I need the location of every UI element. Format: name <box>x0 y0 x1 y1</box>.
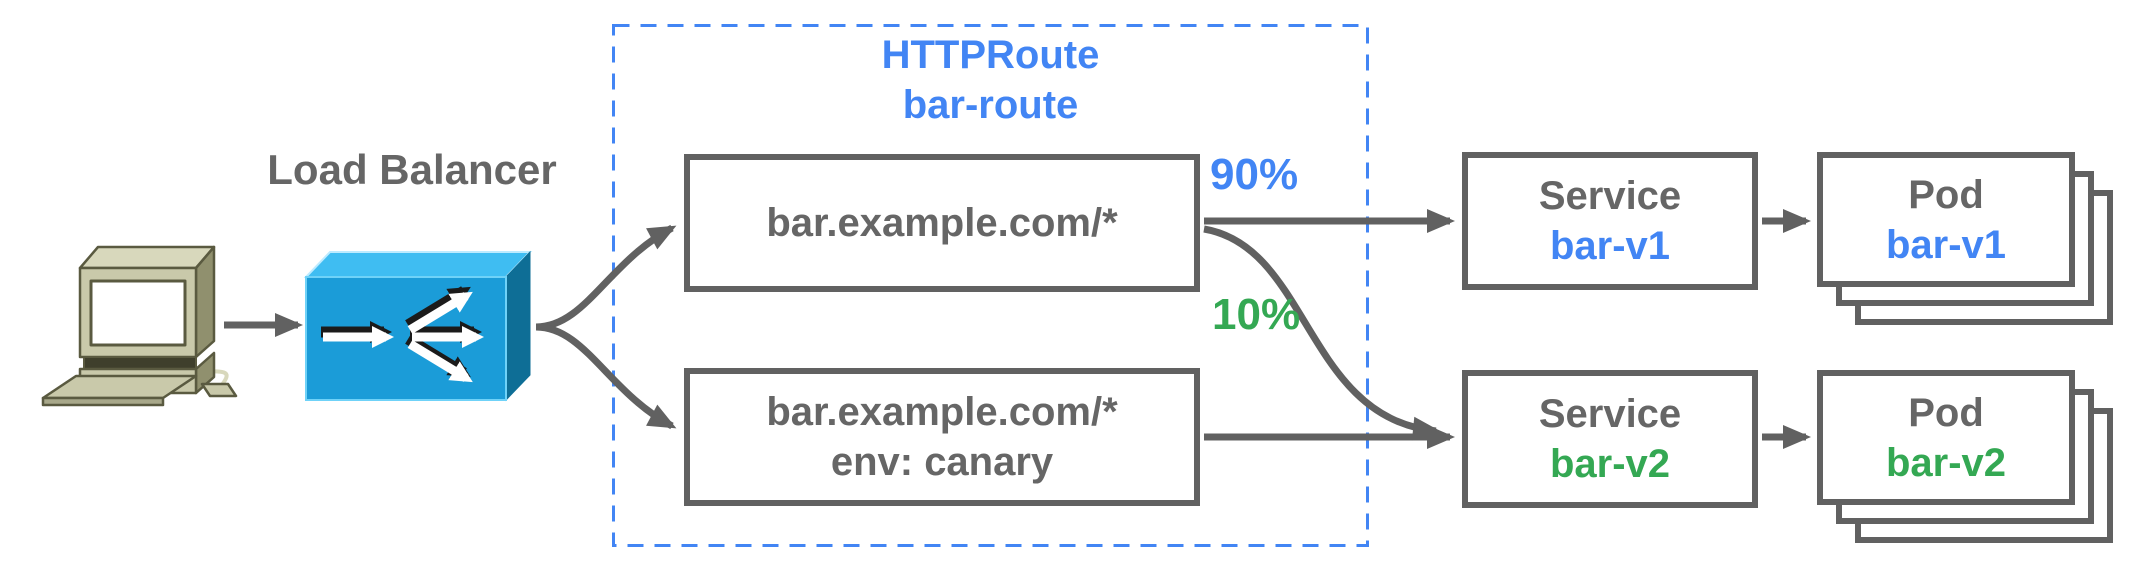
route-rule-1-host: bar.example.com/* <box>766 201 1118 245</box>
httproute-dashed-boundary <box>612 24 1369 547</box>
route-rule-box-2: bar.example.com/* env: canary <box>684 368 1200 506</box>
desktop-computer-icon <box>41 245 238 407</box>
route-rule-2-host: bar.example.com/* <box>766 390 1118 434</box>
service-box-bar-v1: Service bar-v1 <box>1462 152 1758 290</box>
arrow-lb-to-route-rule-1 <box>535 224 677 331</box>
service-box-bar-v2: Service bar-v2 <box>1462 370 1758 508</box>
weight-label-90: 90% <box>1210 150 1299 199</box>
pod-v2-type: Pod <box>1908 390 1984 435</box>
httproute-title: HTTPRoute bar-route <box>613 30 1368 130</box>
pod-v1-type: Pod <box>1908 172 1984 217</box>
service-v1-name: bar-v1 <box>1549 224 1671 268</box>
pod-v1-name: bar-v1 <box>1885 222 2007 267</box>
pod-v2-name: bar-v2 <box>1885 440 2007 485</box>
pod-stack-bar-v2: Pod bar-v2 <box>1817 370 2117 550</box>
route-rule-2-match: env: canary <box>830 440 1054 484</box>
arrow-lb-to-route-rule-2 <box>535 323 677 430</box>
load-balancer-split-arrows <box>321 286 484 383</box>
httproute-name: bar-route <box>902 83 1079 127</box>
service-v2-name: bar-v2 <box>1549 442 1671 486</box>
route-rule-box-1: bar.example.com/* <box>684 154 1200 292</box>
weight-label-10: 10% <box>1212 290 1301 339</box>
load-balancer-label: Load Balancer <box>267 146 557 193</box>
service-v2-type: Service <box>1538 392 1682 436</box>
load-balancer-icon <box>303 250 533 402</box>
httproute-kind: HTTPRoute <box>881 33 1100 77</box>
service-v1-type: Service <box>1538 174 1682 218</box>
pod-box-bar-v1: Pod bar-v1 <box>1817 152 2075 287</box>
pod-box-bar-v2: Pod bar-v2 <box>1817 370 2075 505</box>
arrow-rule1-to-service-v2-10pct <box>1203 225 1441 441</box>
pod-stack-bar-v1: Pod bar-v1 <box>1817 152 2117 332</box>
